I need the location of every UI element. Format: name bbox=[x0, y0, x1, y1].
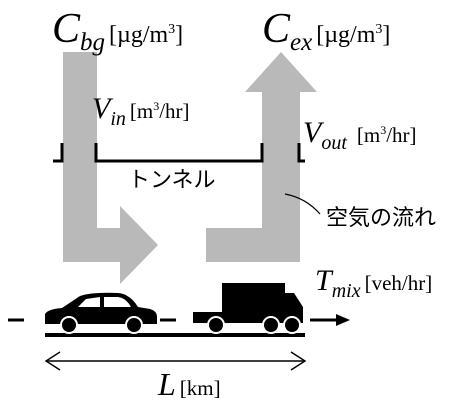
t-mix-label: Tmix [veh/hr] bbox=[315, 264, 433, 302]
t-mix-symbol: T bbox=[315, 264, 332, 297]
airflow-leader-line bbox=[284, 193, 321, 215]
truck-icon bbox=[193, 283, 303, 334]
inflow-arrow bbox=[63, 52, 158, 284]
c-ex-symbol: C bbox=[262, 6, 291, 52]
length-unit: [km] bbox=[179, 376, 221, 400]
c-bg-unit: [µg/m3] bbox=[109, 22, 184, 48]
v-in-symbol: V bbox=[92, 92, 111, 125]
outflow-arrow bbox=[206, 52, 317, 262]
c-ex-unit: [µg/m3] bbox=[316, 22, 391, 48]
length-arrow bbox=[44, 351, 307, 371]
v-in-unit: [m3/hr] bbox=[129, 99, 190, 123]
t-mix-subscript: mix bbox=[331, 280, 361, 302]
c-bg-label: Cbg [µg/m3] bbox=[52, 8, 183, 55]
v-out-unit: [m3/hr] bbox=[356, 123, 417, 147]
length-symbol: L bbox=[158, 366, 176, 402]
c-bg-subscript: bg bbox=[80, 29, 106, 56]
airflow-label: 空気の流れ bbox=[326, 206, 437, 231]
v-out-symbol: V bbox=[303, 116, 322, 149]
v-out-subscript: out bbox=[321, 132, 347, 154]
c-bg-symbol: C bbox=[52, 6, 81, 52]
v-out-label: Vout [m3/hr] bbox=[303, 116, 417, 154]
length-label: L [km] bbox=[158, 368, 221, 400]
c-ex-label: Cex [µg/m3] bbox=[262, 8, 390, 55]
v-in-subscript: in bbox=[110, 108, 126, 130]
car-icon bbox=[45, 292, 157, 334]
tunnel-label: トンネル bbox=[128, 168, 216, 193]
tunnel-ceiling bbox=[53, 143, 305, 163]
traffic-direction-arrow bbox=[322, 314, 350, 326]
v-in-label: Vin [m3/hr] bbox=[92, 92, 190, 130]
c-ex-subscript: ex bbox=[290, 29, 313, 56]
t-mix-unit: [veh/hr] bbox=[364, 271, 433, 295]
